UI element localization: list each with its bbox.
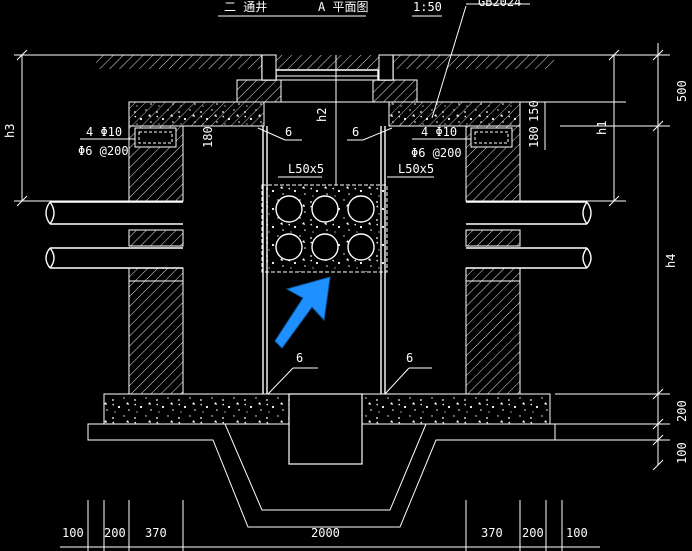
title-block: 二 通井 A 平面图 1:50 GB2024 xyxy=(218,0,530,17)
rebar-left: 4 Φ10 xyxy=(86,125,122,139)
dim-right: 500 h1 h4 200 100 xyxy=(520,43,689,471)
dim-200: 200 xyxy=(675,400,689,422)
dim-h3: h3 xyxy=(3,124,17,138)
dim-left: h3 xyxy=(3,49,129,207)
dim-100: 100 xyxy=(675,442,689,464)
dim-150: 150 xyxy=(527,100,541,122)
top-slab xyxy=(128,101,521,127)
dim-bottom: 100 200 370 2000 370 200 100 xyxy=(60,500,600,551)
base-slab xyxy=(87,393,556,528)
rebar-right: 4 Φ10 xyxy=(421,125,457,139)
weld-label-3: 6 xyxy=(296,351,303,365)
manhole-neck xyxy=(236,79,418,103)
dim-500: 500 xyxy=(675,80,689,102)
weld-label-2: 6 xyxy=(352,125,359,139)
annotations: 4 Φ10 Φ6 @200 4 Φ10 Φ6 @200 L50x5 L50x5 … xyxy=(78,5,541,178)
dim-h1: h1 xyxy=(595,121,609,135)
dim-bottom-1: 100 xyxy=(62,526,84,540)
duct-5 xyxy=(311,233,339,261)
title-prefix: 二 通井 xyxy=(224,0,267,14)
pipes xyxy=(45,201,592,269)
angle-left: L50x5 xyxy=(288,162,324,176)
dim-bottom-3: 370 xyxy=(145,526,167,540)
angle-right: L50x5 xyxy=(398,162,434,176)
cable-ducts xyxy=(275,195,375,261)
ground-surface xyxy=(96,54,554,81)
dim-bottom-7: 100 xyxy=(566,526,588,540)
weld-symbols: 6 6 6 6 xyxy=(257,125,432,395)
stirrup-right: Φ6 @200 xyxy=(411,146,462,160)
duct-6 xyxy=(347,233,375,261)
dim-bottom-4: 2000 xyxy=(311,526,340,540)
h2-label: h2 xyxy=(315,108,329,122)
duct-block xyxy=(261,184,388,273)
weld-label-4: 6 xyxy=(406,351,413,365)
dim-180-right: 180 xyxy=(527,126,541,148)
weld-label-1: 6 xyxy=(285,125,292,139)
title-scale: 1:50 xyxy=(413,0,442,14)
dim-bottom-2: 200 xyxy=(104,526,126,540)
duct-2 xyxy=(311,195,339,223)
stirrup-left: Φ6 @200 xyxy=(78,144,129,158)
dim-180-left: 180 xyxy=(201,126,215,148)
ring-beams xyxy=(134,127,513,148)
duct-4 xyxy=(275,233,303,261)
dim-bottom-5: 370 xyxy=(481,526,503,540)
duct-3 xyxy=(347,195,375,223)
duct-1 xyxy=(275,195,303,223)
dim-h4: h4 xyxy=(664,254,678,268)
pointer-arrow-icon xyxy=(274,276,331,349)
title-name: A 平面图 xyxy=(318,0,368,14)
dim-bottom-6: 200 xyxy=(522,526,544,540)
